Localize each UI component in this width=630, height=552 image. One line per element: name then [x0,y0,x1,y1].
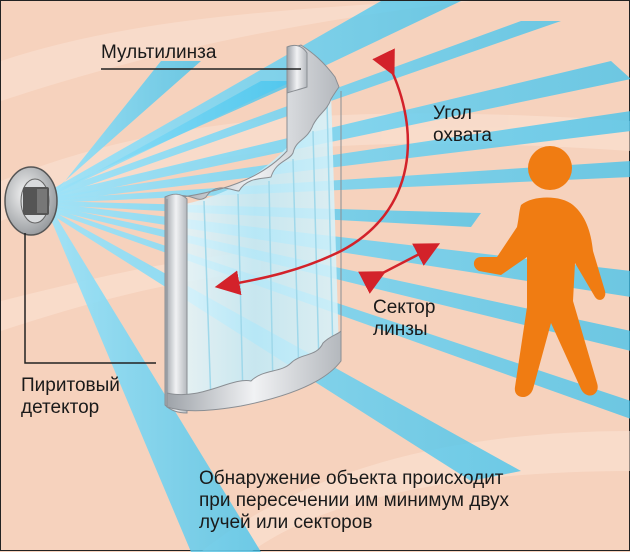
multilens-label: Мультилинза [101,42,217,63]
walking-person-icon [473,146,606,398]
sector-label: Сектор линзы [373,297,436,340]
angle-label: Угол охвата [433,103,492,146]
pir-detector-icon [4,166,58,236]
angle-arrow [214,48,410,296]
detector-leader-line [24,233,156,364]
sector-arrow [358,243,441,294]
caption-text: Обнаружение объекта происходит при перес… [199,468,510,533]
detector-label: Пиритовый детектор [21,375,120,418]
